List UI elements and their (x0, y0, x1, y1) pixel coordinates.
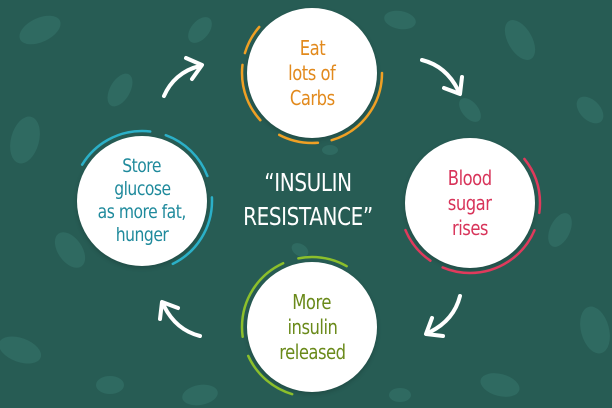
node-text-line: sugar (448, 190, 492, 215)
center-title-line-2: RESISTANCE” (243, 202, 373, 231)
node-text-line: insulin (287, 314, 337, 339)
cycle-arrow-icon (162, 56, 204, 98)
node-text-line: Store (122, 155, 162, 177)
node-text-line: Blood (448, 165, 492, 190)
node-text-line: glucose (113, 178, 171, 200)
node-blood-sugar-rises: Blood sugar rises (398, 131, 542, 275)
node-eat-lots-of-carbs: Eat lots of Carbs (240, 1, 384, 145)
node-text-line: rises (451, 215, 489, 240)
node-text-line: released (278, 339, 346, 364)
node-ring (240, 1, 384, 145)
node-ring (70, 129, 214, 273)
cycle-arrow-icon (424, 294, 462, 338)
center-title: “INSULIN RESISTANCE” (196, 166, 420, 234)
node-text-line: Carbs (289, 85, 335, 110)
cycle-arrow-icon (420, 58, 464, 96)
node-text-line: as more fat, (97, 201, 187, 223)
node-text-line: hunger (115, 224, 169, 246)
center-title-line-1: “INSULIN (264, 168, 352, 197)
node-ring (240, 255, 384, 399)
node-store-glucose-as-fat: Store glucose as more fat, hunger (70, 129, 214, 273)
node-text-line: More (292, 289, 332, 314)
node-more-insulin-released: More insulin released (240, 255, 384, 399)
node-text-line: lots of (288, 60, 336, 85)
node-text-line: Eat (299, 35, 325, 60)
cycle-arrow-icon (158, 300, 202, 338)
node-ring (398, 131, 542, 275)
